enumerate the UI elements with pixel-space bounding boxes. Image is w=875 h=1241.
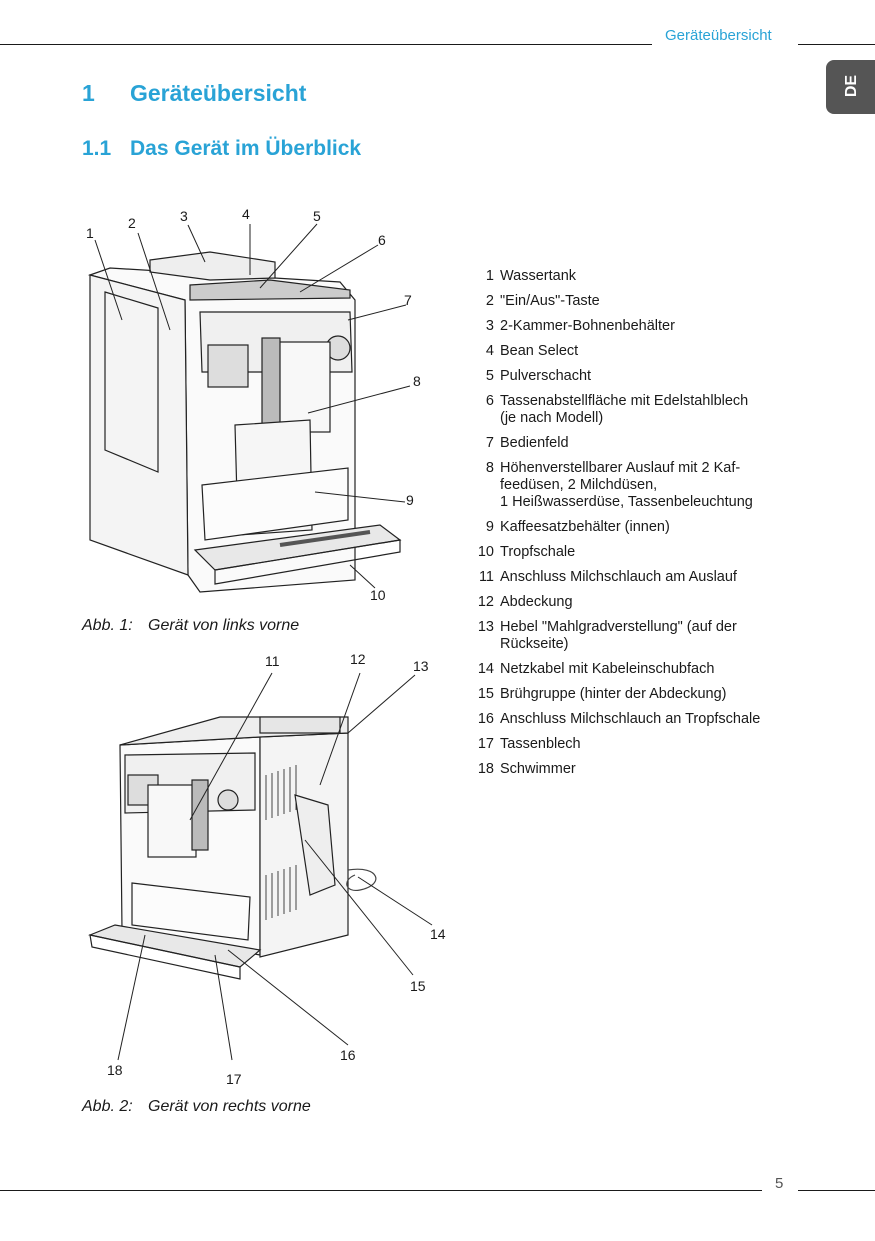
section-number: 1.1 (82, 137, 112, 160)
legend-item: 3 2-Kammer-Bohnenbehälter (468, 318, 788, 335)
callout-15: 15 (410, 978, 426, 994)
callout-1: 1 (86, 225, 94, 241)
callout-8: 8 (413, 373, 421, 389)
callout-5: 5 (313, 208, 321, 224)
language-tab-label: DE (843, 74, 860, 98)
legend-item: 13 Hebel "Mahlgradverstellung" (auf der R… (468, 619, 788, 653)
figure-2-caption: Abb. 2: Gerät von rechts vorne (82, 1098, 311, 1116)
section-title: Das Gerät im Überblick (130, 137, 362, 160)
legend-number: 11 (478, 569, 494, 585)
legend-text: "Ein/Aus"-Taste (500, 293, 600, 309)
chapter-heading: 1 Geräteübersicht (82, 80, 306, 107)
legend-number: 5 (485, 368, 494, 384)
legend-number: 1 (485, 268, 494, 284)
legend-item: 4 Bean Select (468, 343, 788, 360)
legend-number: 3 (485, 318, 494, 334)
callout-7: 7 (404, 292, 412, 308)
legend-number: 10 (477, 544, 494, 560)
legend-text: Netzkabel mit Kabeleinschubfach (500, 661, 715, 677)
chapter-number: 1 (82, 80, 95, 106)
legend-item: 2 "Ein/Aus"-Taste (468, 293, 788, 310)
legend-item: 14 Netzkabel mit Kabeleinschubfach (468, 661, 788, 678)
legend-item: 17 Tassenblech (468, 736, 788, 753)
chapter-title: Geräteübersicht (130, 80, 307, 106)
legend-item: 1 Wassertank (468, 268, 788, 285)
legend-item: 11 Anschluss Milchschlauch am Auslauf (468, 569, 788, 586)
figure-1-caption-text: Gerät von links vorne (148, 617, 300, 634)
callout-16: 16 (340, 1047, 356, 1063)
legend-item: 12 Abdeckung (468, 594, 788, 611)
legend-text: Anschluss Milchschlauch an Tropfschale (500, 711, 761, 727)
legend-item: 9 Kaffeesatzbehälter (innen) (468, 519, 788, 536)
legend-text: Tassenabstellfläche mit Edelstahlblech (… (500, 393, 749, 426)
figure-2-label: Abb. 2: (82, 1098, 133, 1115)
legend-text: Bedienfeld (500, 435, 569, 451)
legend-number: 13 (477, 619, 494, 635)
callout-18: 18 (107, 1062, 123, 1078)
header-rule-left (0, 44, 652, 45)
legend-number: 17 (477, 736, 494, 752)
legend-number: 16 (477, 711, 494, 727)
legend-number: 14 (477, 661, 494, 677)
language-tab[interactable]: DE (826, 60, 875, 114)
legend-text: 2-Kammer-Bohnenbehälter (500, 318, 675, 334)
legend-item: 8 Höhenverstellbarer Auslauf mit 2 Kaf- f… (468, 460, 788, 511)
figure-1-callouts: 1 2 3 4 5 6 7 8 9 10 (86, 206, 421, 603)
callout-4: 4 (242, 206, 250, 222)
legend-item: 16 Anschluss Milchschlauch an Tropfschale (468, 711, 788, 728)
figure-1-label: Abb. 1: (82, 617, 133, 634)
legend-text: Tassenblech (500, 736, 581, 752)
legend-text: Schwimmer (500, 761, 576, 777)
legend-number: 12 (477, 594, 494, 610)
callout-11: 11 (265, 653, 280, 669)
callout-13: 13 (413, 658, 429, 674)
parts-legend: 1 Wassertank 2 "Ein/Aus"-Taste 3 2-Kammer-Boh… (468, 268, 788, 786)
legend-number: 18 (477, 761, 494, 777)
legend-text: Anschluss Milchschlauch am Auslauf (500, 569, 737, 585)
callout-17: 17 (226, 1071, 242, 1087)
legend-text: Bean Select (500, 343, 579, 359)
legend-item: 10 Tropfschale (468, 544, 788, 561)
callout-10: 10 (370, 587, 386, 603)
callout-6: 6 (378, 232, 386, 248)
figure-2-callouts: 11 12 13 14 15 16 17 18 (107, 651, 446, 1087)
footer-rule-left (0, 1190, 762, 1191)
footer-rule-right (798, 1190, 875, 1191)
callout-3: 3 (180, 208, 188, 224)
section-heading: 1.1 Das Gerät im Überblick (82, 137, 361, 161)
running-head: Geräteübersicht (665, 27, 772, 44)
legend-item: 6 Tassenabstellfläche mit Edelstahlblech … (468, 393, 788, 427)
legend-text: Tropfschale (500, 544, 576, 560)
legend-text: Pulverschacht (500, 368, 592, 384)
callout-12: 12 (350, 651, 366, 667)
legend-text: Wassertank (500, 268, 577, 284)
page-number: 5 (775, 1175, 784, 1192)
header-rule-right (798, 44, 875, 45)
legend-text: Hebel "Mahlgradverstellung" (auf der Rüc… (500, 619, 737, 652)
figure-2-caption-text: Gerät von rechts vorne (148, 1098, 311, 1115)
legend-text: Höhenverstellbarer Auslauf mit 2 Kaf- fe… (500, 460, 753, 510)
legend-text: Abdeckung (500, 594, 573, 610)
legend-item: 18 Schwimmer (468, 761, 788, 778)
legend-number: 9 (485, 519, 494, 535)
figure-1-caption: Abb. 1: Gerät von links vorne (82, 617, 299, 635)
legend-item: 15 Brühgruppe (hinter der Abdeckung) (468, 686, 788, 703)
legend-number: 2 (485, 293, 494, 309)
legend-text: Brühgruppe (hinter der Abdeckung) (500, 686, 727, 702)
figure-1-illustration (87, 251, 402, 593)
callout-14: 14 (430, 926, 446, 942)
legend-text: Kaffeesatzbehälter (innen) (500, 519, 670, 535)
legend-number: 6 (485, 393, 494, 409)
legend-item: 5 Pulverschacht (468, 368, 788, 385)
callout-2: 2 (128, 215, 136, 231)
legend-number: 7 (485, 435, 494, 451)
legend-number: 4 (485, 343, 494, 359)
callout-9: 9 (406, 492, 414, 508)
figure-2-illustration (87, 716, 377, 980)
legend-number: 15 (477, 686, 494, 702)
legend-number: 8 (485, 460, 494, 476)
legend-item: 7 Bedienfeld (468, 435, 788, 452)
